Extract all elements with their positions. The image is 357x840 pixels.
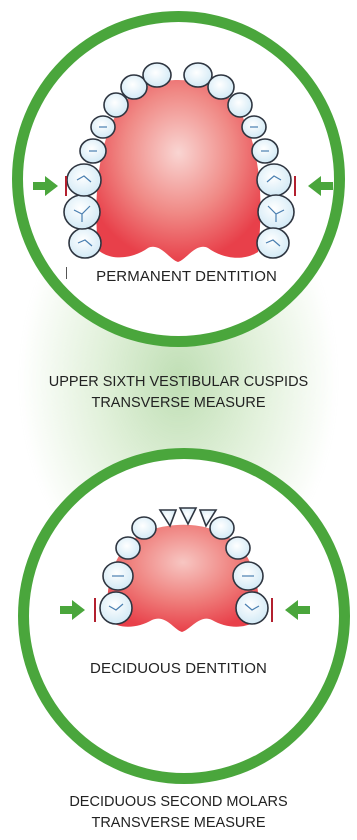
arrow-left-icon	[285, 600, 310, 620]
permanent-caption: UPPER SIXTH VESTIBULAR CUSPIDS TRANSVERS…	[0, 372, 357, 414]
arrow-right-icon	[33, 176, 58, 196]
permanent-dentition-label: PERMANENT DENTITION	[8, 268, 357, 285]
deciduous-upper-arch-illustration	[0, 480, 357, 650]
permanent-caption-line1: UPPER SIXTH VESTIBULAR CUSPIDS	[0, 372, 357, 393]
permanent-upper-arch-illustration	[0, 0, 357, 300]
deciduous-caption-line2: TRANSVERSE MEASURE	[0, 813, 357, 834]
arrow-left-icon	[308, 176, 333, 196]
arrow-right-icon	[60, 600, 85, 620]
deciduous-dentition-label: DECIDUOUS DENTITION	[0, 660, 357, 677]
deciduous-caption: DECIDUOUS SECOND MOLARS TRANSVERSE MEASU…	[0, 792, 357, 834]
deciduous-caption-line1: DECIDUOUS SECOND MOLARS	[0, 792, 357, 813]
permanent-caption-line2: TRANSVERSE MEASURE	[0, 393, 357, 414]
